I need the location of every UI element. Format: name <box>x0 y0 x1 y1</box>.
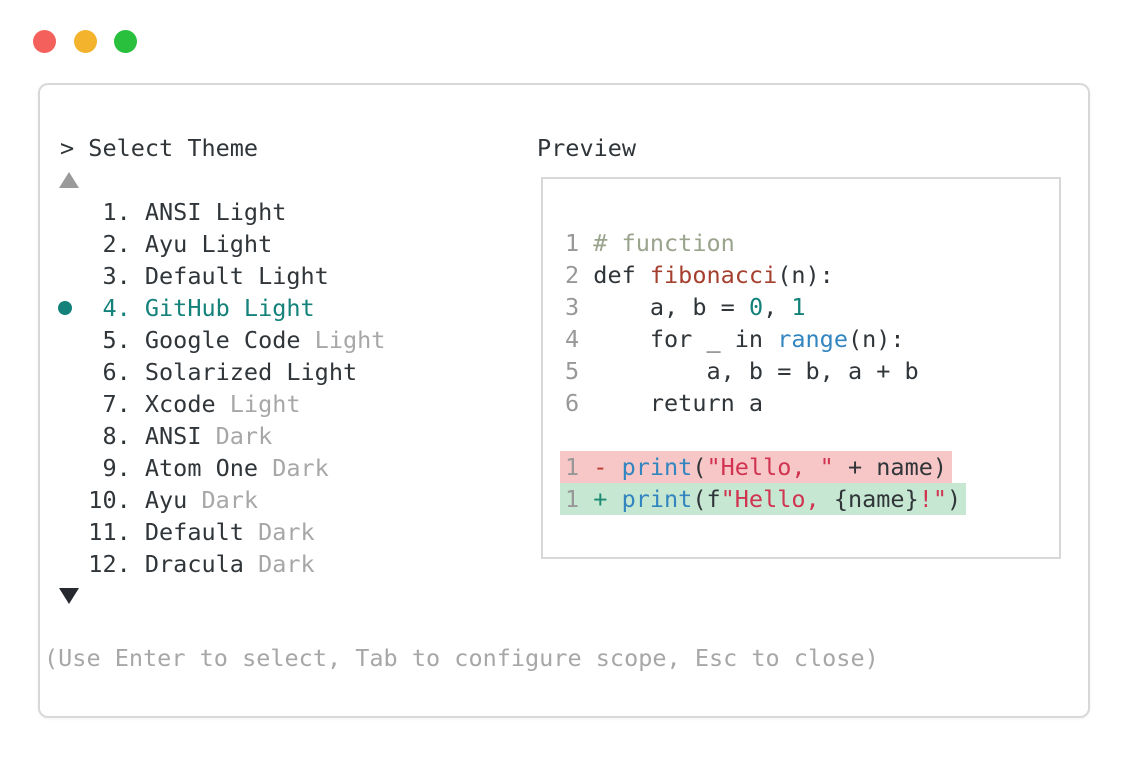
text-segment: !" <box>918 485 948 513</box>
text-segment: return a <box>593 389 764 417</box>
text-segment: fibonacci <box>649 261 778 289</box>
keyboard-hints: (Use Enter to select, Tab to configure s… <box>44 644 879 672</box>
scroll-down-icon[interactable] <box>59 588 79 604</box>
theme-list-item[interactable]: 1. ANSI Light <box>60 196 385 228</box>
close-button[interactable] <box>33 30 56 53</box>
text-segment: 2. Ayu Light <box>60 230 273 258</box>
theme-list-item[interactable]: 10. Ayu Dark <box>60 484 385 516</box>
text-segment: 5 <box>565 357 594 385</box>
theme-list-item[interactable]: 12. Dracula Dark <box>60 548 385 580</box>
text-segment: + name) <box>833 453 948 481</box>
code-line: 4 for _ in range(n): <box>565 323 966 355</box>
theme-list-item[interactable]: 4. GitHub Light <box>60 292 385 324</box>
text-segment: 3 <box>565 293 594 321</box>
code-line: 6 return a <box>565 387 966 419</box>
theme-list-item[interactable]: 5. Google Code Light <box>60 324 385 356</box>
theme-list-item[interactable]: 8. ANSI Dark <box>60 420 385 452</box>
text-segment: a, b = b, a + b <box>593 357 919 385</box>
preview-title: Preview <box>537 134 637 162</box>
text-segment: + <box>593 485 622 513</box>
text-segment: (n): <box>777 261 834 289</box>
text-segment: 3. Default Light <box>60 262 329 290</box>
text-segment: print <box>621 453 693 481</box>
text-segment: 1 <box>791 293 806 321</box>
text-segment: 12. Dracula <box>60 550 259 578</box>
text-segment: ) <box>947 485 962 513</box>
text-segment: 10. Ayu <box>60 486 202 514</box>
text-segment: ( <box>692 453 707 481</box>
text-segment: 1 <box>565 229 594 257</box>
theme-list-item[interactable]: 2. Ayu Light <box>60 228 385 260</box>
text-segment: 7. Xcode <box>60 390 230 418</box>
text-segment: 11. Default <box>60 518 259 546</box>
code-line: 2 def fibonacci(n): <box>565 259 966 291</box>
text-segment: {name} <box>833 485 919 513</box>
theme-list-item[interactable]: 7. Xcode Light <box>60 388 385 420</box>
text-segment: 4 <box>565 325 594 353</box>
text-segment: Dark <box>215 422 273 450</box>
text-segment: a, b = <box>593 293 749 321</box>
text-segment: 8. ANSI <box>60 422 216 450</box>
text-segment: 9. Atom One <box>60 454 273 482</box>
text-segment: 2 <box>565 261 594 289</box>
text-segment: , <box>763 293 792 321</box>
code-line <box>565 419 966 451</box>
text-segment: 6. Solarized Light <box>60 358 358 386</box>
text-segment: range <box>777 325 848 353</box>
code-line: 1 # function <box>565 227 966 259</box>
text-segment: 4. GitHub Light <box>60 294 315 322</box>
text-segment: Dark <box>258 550 315 578</box>
scroll-up-icon[interactable] <box>59 172 79 188</box>
theme-list-item[interactable]: 6. Solarized Light <box>60 356 385 388</box>
text-segment: Light <box>314 326 386 354</box>
text-segment: (f <box>692 485 721 513</box>
select-theme-prompt: > Select Theme <box>60 134 259 162</box>
text-segment: - <box>593 453 622 481</box>
minimize-button[interactable] <box>74 30 97 53</box>
text-segment: Dark <box>272 454 329 482</box>
code-line: 5 a, b = b, a + b <box>565 355 966 387</box>
text-segment: for _ in <box>593 325 778 353</box>
text-segment: # function <box>593 229 735 257</box>
text-segment: 5. Google Code <box>60 326 315 354</box>
text-segment: 1 <box>565 485 594 513</box>
zoom-button[interactable] <box>114 30 137 53</box>
selected-item-bullet-icon <box>58 301 72 315</box>
code-line: 3 a, b = 0, 1 <box>565 291 966 323</box>
text-segment: print <box>621 485 693 513</box>
diff-line-removed: 1 - print("Hello, " + name) <box>560 451 966 483</box>
text-segment: (n): <box>847 325 905 353</box>
text-segment: def <box>593 261 650 289</box>
diff-line-added: 1 + print(f"Hello, {name}!") <box>560 483 967 515</box>
theme-list-item[interactable]: 3. Default Light <box>60 260 385 292</box>
text-segment: 1. ANSI Light <box>60 198 287 226</box>
text-segment: "Hello, " <box>706 453 834 481</box>
theme-list: 1. ANSI Light 2. Ayu Light 3. Default Li… <box>60 196 385 580</box>
theme-list-item[interactable]: 9. Atom One Dark <box>60 452 385 484</box>
text-segment: 1 <box>565 453 594 481</box>
text-segment: "Hello, <box>720 485 834 513</box>
text-segment: Light <box>229 390 301 418</box>
text-segment: Dark <box>258 518 315 546</box>
text-segment: 6 <box>565 389 594 417</box>
diff-highlight: 1 - print("Hello, " + name) <box>560 451 953 483</box>
diff-highlight: 1 + print(f"Hello, {name}!") <box>560 483 967 515</box>
text-segment: 0 <box>748 293 764 321</box>
text-segment: Dark <box>201 486 259 514</box>
theme-list-item[interactable]: 11. Default Dark <box>60 516 385 548</box>
